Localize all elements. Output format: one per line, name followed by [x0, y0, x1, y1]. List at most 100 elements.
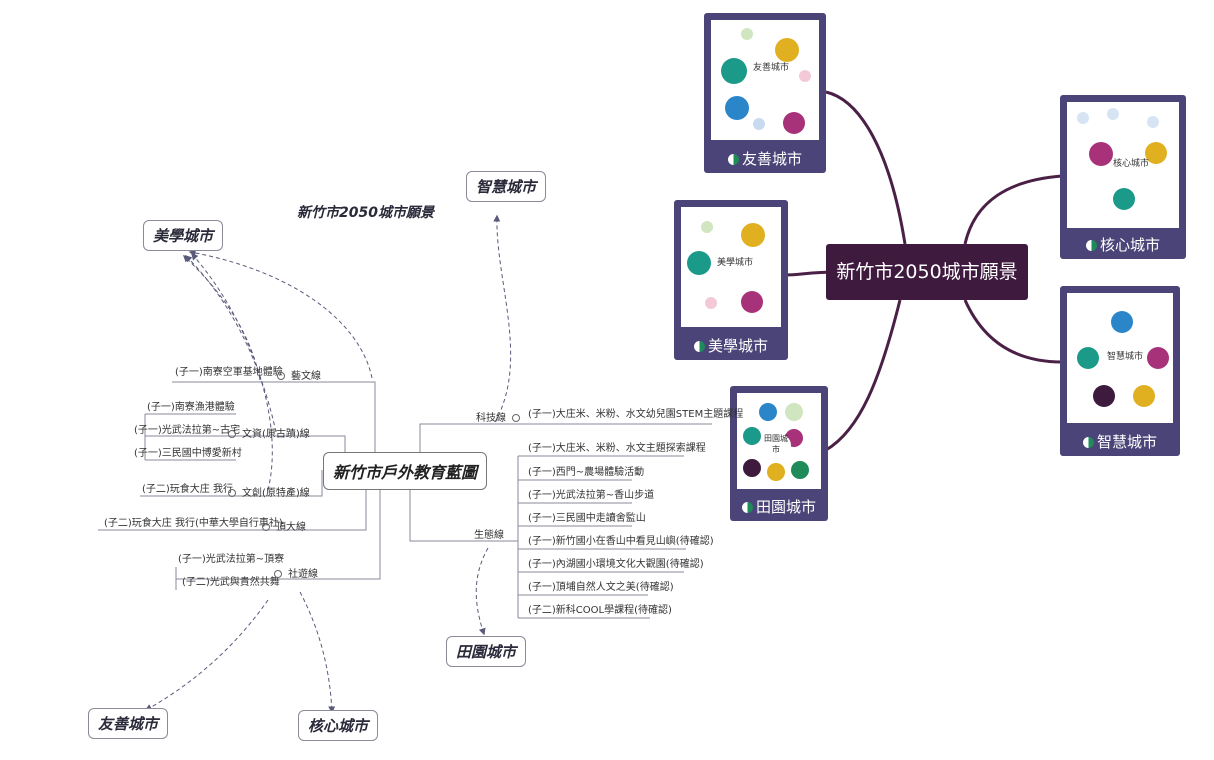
- card-caption-text: 友善城市: [741, 150, 802, 168]
- bubble: [785, 403, 803, 421]
- card-caption: 核心城市: [1060, 234, 1186, 255]
- callout-smart-city[interactable]: 智慧城市: [466, 171, 547, 202]
- leaf-arts-1: (子一)南寮空軍基地體驗: [175, 367, 283, 378]
- card-thumbnail: 核心城市: [1067, 102, 1179, 228]
- branch-label: 社遊線: [288, 569, 318, 580]
- branch-label: 藝文線: [291, 371, 321, 382]
- branch-label: 文創(原特產)線: [242, 488, 310, 499]
- pie-icon: [693, 341, 705, 352]
- branch-ecology[interactable]: 生態線: [474, 526, 504, 541]
- bubble: [753, 118, 765, 130]
- pie-icon: [1082, 437, 1094, 448]
- bubble: [743, 459, 761, 477]
- branch-arts[interactable]: 藝文線: [271, 367, 321, 382]
- branch-community[interactable]: 社遊線: [268, 565, 318, 580]
- leaf-ecology-4: (子一)三民國中走讀舍監山: [528, 513, 646, 524]
- vision-center-node: 新竹市2050城市願景: [826, 244, 1028, 300]
- callout-core-city[interactable]: 核心城市: [298, 710, 379, 741]
- card-caption-text: 田園城市: [755, 498, 816, 516]
- branch-label: 頂大線: [276, 522, 306, 533]
- leaf-university-1: (子二)玩食大庄 我行(中華大學自行車社): [104, 518, 283, 529]
- branch-culture[interactable]: 文資(原古蹟)線: [222, 425, 310, 440]
- dashed-arrows: [144, 214, 512, 714]
- card-caption-text: 智慧城市: [1096, 433, 1157, 451]
- card-aesthetic-city[interactable]: 美學城市 美學城市: [674, 200, 788, 360]
- node-circle-icon: [228, 430, 236, 438]
- vision-label: 新竹市2050城市願景: [288, 198, 443, 226]
- card-hub-label: 智慧城市: [1106, 352, 1143, 362]
- bubble: [1077, 347, 1099, 369]
- bubble: [741, 28, 753, 40]
- callout-aesthetic-city[interactable]: 美學城市: [143, 220, 224, 251]
- card-hub-label: 田園城市: [764, 434, 788, 454]
- bubble: [767, 463, 785, 481]
- branch-label: 科技線: [476, 413, 506, 424]
- card-hub: 美學城市: [715, 255, 755, 285]
- card-rural-city[interactable]: 田園城市 田園城市: [730, 386, 828, 521]
- leaf-culture-3: (子一)三民國中博愛新村: [134, 448, 242, 459]
- bubble: [701, 221, 713, 233]
- card-thumbnail: 友善城市: [711, 20, 819, 140]
- bubble: [1107, 108, 1119, 120]
- card-hub-label: 核心城市: [1112, 159, 1149, 169]
- bubble: [1111, 311, 1133, 333]
- pie-icon: [727, 154, 739, 165]
- node-circle-icon: [262, 523, 270, 531]
- callout-rural-city[interactable]: 田園城市: [446, 636, 527, 667]
- bubble: [741, 291, 763, 313]
- branch-label: 文資(原古蹟)線: [242, 429, 310, 440]
- card-core-city[interactable]: 核心城市 核心城市: [1060, 95, 1186, 259]
- node-circle-icon: [274, 570, 282, 578]
- leaf-community-1: (子一)光武法拉第~頂寮: [178, 554, 285, 565]
- card-thumbnail: 智慧城市: [1067, 293, 1173, 423]
- bubble: [791, 461, 809, 479]
- card-hub: 核心城市: [1111, 156, 1151, 186]
- leaf-ecology-1: (子一)大庄米、米粉、水文主題探索課程: [528, 443, 706, 454]
- card-friendly-city[interactable]: 友善城市 友善城市: [704, 13, 826, 173]
- node-circle-icon: [277, 372, 285, 380]
- card-caption: 智慧城市: [1060, 431, 1180, 452]
- branch-label: 生態線: [474, 530, 504, 541]
- leaf-culture-1: (子一)南寮漁港體驗: [147, 402, 235, 413]
- bubble: [759, 403, 777, 421]
- pie-icon: [1085, 240, 1097, 251]
- bubble: [1147, 347, 1169, 369]
- leaf-ecology-6: (子一)內湖國小環境文化大觀園(待確認): [528, 559, 704, 570]
- bubble: [721, 58, 747, 84]
- card-hub-label: 美學城市: [716, 258, 753, 268]
- leaf-ecology-3: (子一)光武法拉第~香山步道: [528, 490, 655, 501]
- bubble: [1147, 116, 1159, 128]
- bubble: [743, 427, 761, 445]
- leaf-tech-1: (子一)大庄米、米粉、水文幼兒園STEM主題課程: [528, 409, 744, 420]
- node-circle-icon: [512, 414, 520, 422]
- card-caption-text: 核心城市: [1099, 236, 1160, 254]
- bubble: [783, 112, 805, 134]
- card-hub: 田園城市: [761, 433, 791, 457]
- pie-icon: [741, 502, 753, 513]
- bubble: [1077, 112, 1089, 124]
- card-hub: 智慧城市: [1105, 349, 1145, 379]
- bubble: [1145, 142, 1167, 164]
- leaf-ecology-2: (子一)西門~農場體驗活動: [528, 467, 645, 478]
- bubble: [687, 251, 711, 275]
- node-circle-icon: [228, 489, 236, 497]
- leaf-community-2: (子二)光武與貴然共舞: [182, 577, 280, 588]
- bubble: [799, 70, 811, 82]
- mindmap-root[interactable]: 新竹市戶外教育藍圖: [323, 452, 488, 490]
- bubble: [1133, 385, 1155, 407]
- bubble: [1113, 188, 1135, 210]
- mindmap-tree: [98, 381, 712, 619]
- branch-tech[interactable]: 科技線: [476, 409, 526, 424]
- leaf-ecology-7: (子一)頂埔自然人文之美(待確認): [528, 582, 674, 593]
- callout-friendly-city[interactable]: 友善城市: [88, 708, 169, 739]
- bubble: [725, 96, 749, 120]
- branch-university[interactable]: 頂大線: [256, 518, 306, 533]
- branch-creative[interactable]: 文創(原特產)線: [222, 484, 310, 499]
- card-hub-label: 友善城市: [752, 63, 789, 73]
- card-smart-city[interactable]: 智慧城市 智慧城市: [1060, 286, 1180, 456]
- bubble: [1093, 385, 1115, 407]
- card-thumbnail: 美學城市: [681, 207, 781, 327]
- bubble: [775, 38, 799, 62]
- leaf-creative-1: (子二)玩食大庄 我行: [142, 484, 233, 495]
